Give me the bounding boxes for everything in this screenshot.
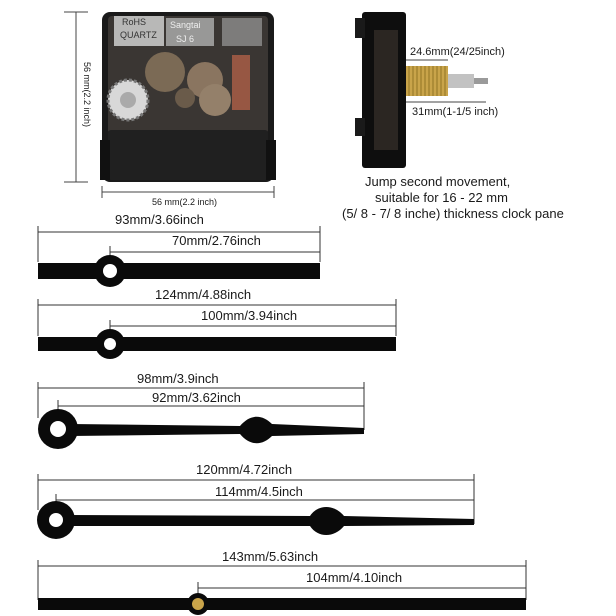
hand-1-inner-label: 70mm/2.76inch [172,233,261,248]
hand-3 [37,382,365,449]
shaft-lower-label: 31mm(1-1/5 inch) [412,106,499,118]
hand-1 [37,226,321,287]
hand-2 [37,299,397,359]
hand-2-inner-label: 100mm/3.94inch [201,308,298,323]
hand-3-outer-label: 98mm/3.9inch [137,371,219,386]
quartz-label: QUARTZ [120,30,157,40]
note-line-2: suitable for 16 - 22 mm [375,190,508,205]
hand-3-inner-label: 92mm/3.62inch [152,390,241,405]
shaft-upper-label: 24.6mm(24/25inch) [410,46,505,58]
hand-2-outer-label: 124mm/4.88inch [155,287,252,302]
movement-height-label: 56 mm(2.2 inch) [82,62,92,128]
hand-4 [37,474,475,539]
note-line-3: (5/ 8 - 7/ 8 inche) thickness clock pane [342,206,564,221]
hand-4-inner-label: 114mm/4.5inch [215,484,303,499]
movement-side [355,12,488,168]
hand-4-outer-label: 120mm/4.72inch [196,462,293,477]
hand-1-outer-label: 93mm/3.66inch [115,212,204,227]
hand-5-outer-label: 143mm/5.63inch [222,549,319,564]
movement-front [64,11,276,198]
brand-label: Sangtai [170,20,201,30]
hand-5-inner-label: 104mm/4.10inch [306,570,403,585]
hand-5 [37,560,527,615]
movement-width-label: 56 mm(2.2 inch) [152,197,218,207]
note-line-1: Jump second movement, [365,174,511,189]
rohs-label: RoHS [122,17,147,27]
code-label: SJ 6 [176,34,195,44]
